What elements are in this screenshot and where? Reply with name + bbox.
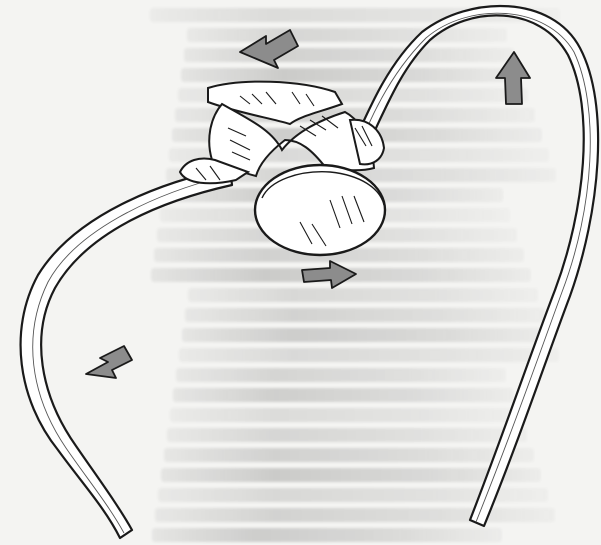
vertebra: [180, 82, 385, 255]
arrow-upper-left: [240, 30, 298, 68]
arrow-upper-right: [496, 52, 530, 104]
right-rib: [356, 6, 598, 526]
arrow-center-right: [302, 261, 356, 288]
vertebral-body: [255, 165, 385, 255]
arrow-lower-left: [86, 346, 132, 378]
